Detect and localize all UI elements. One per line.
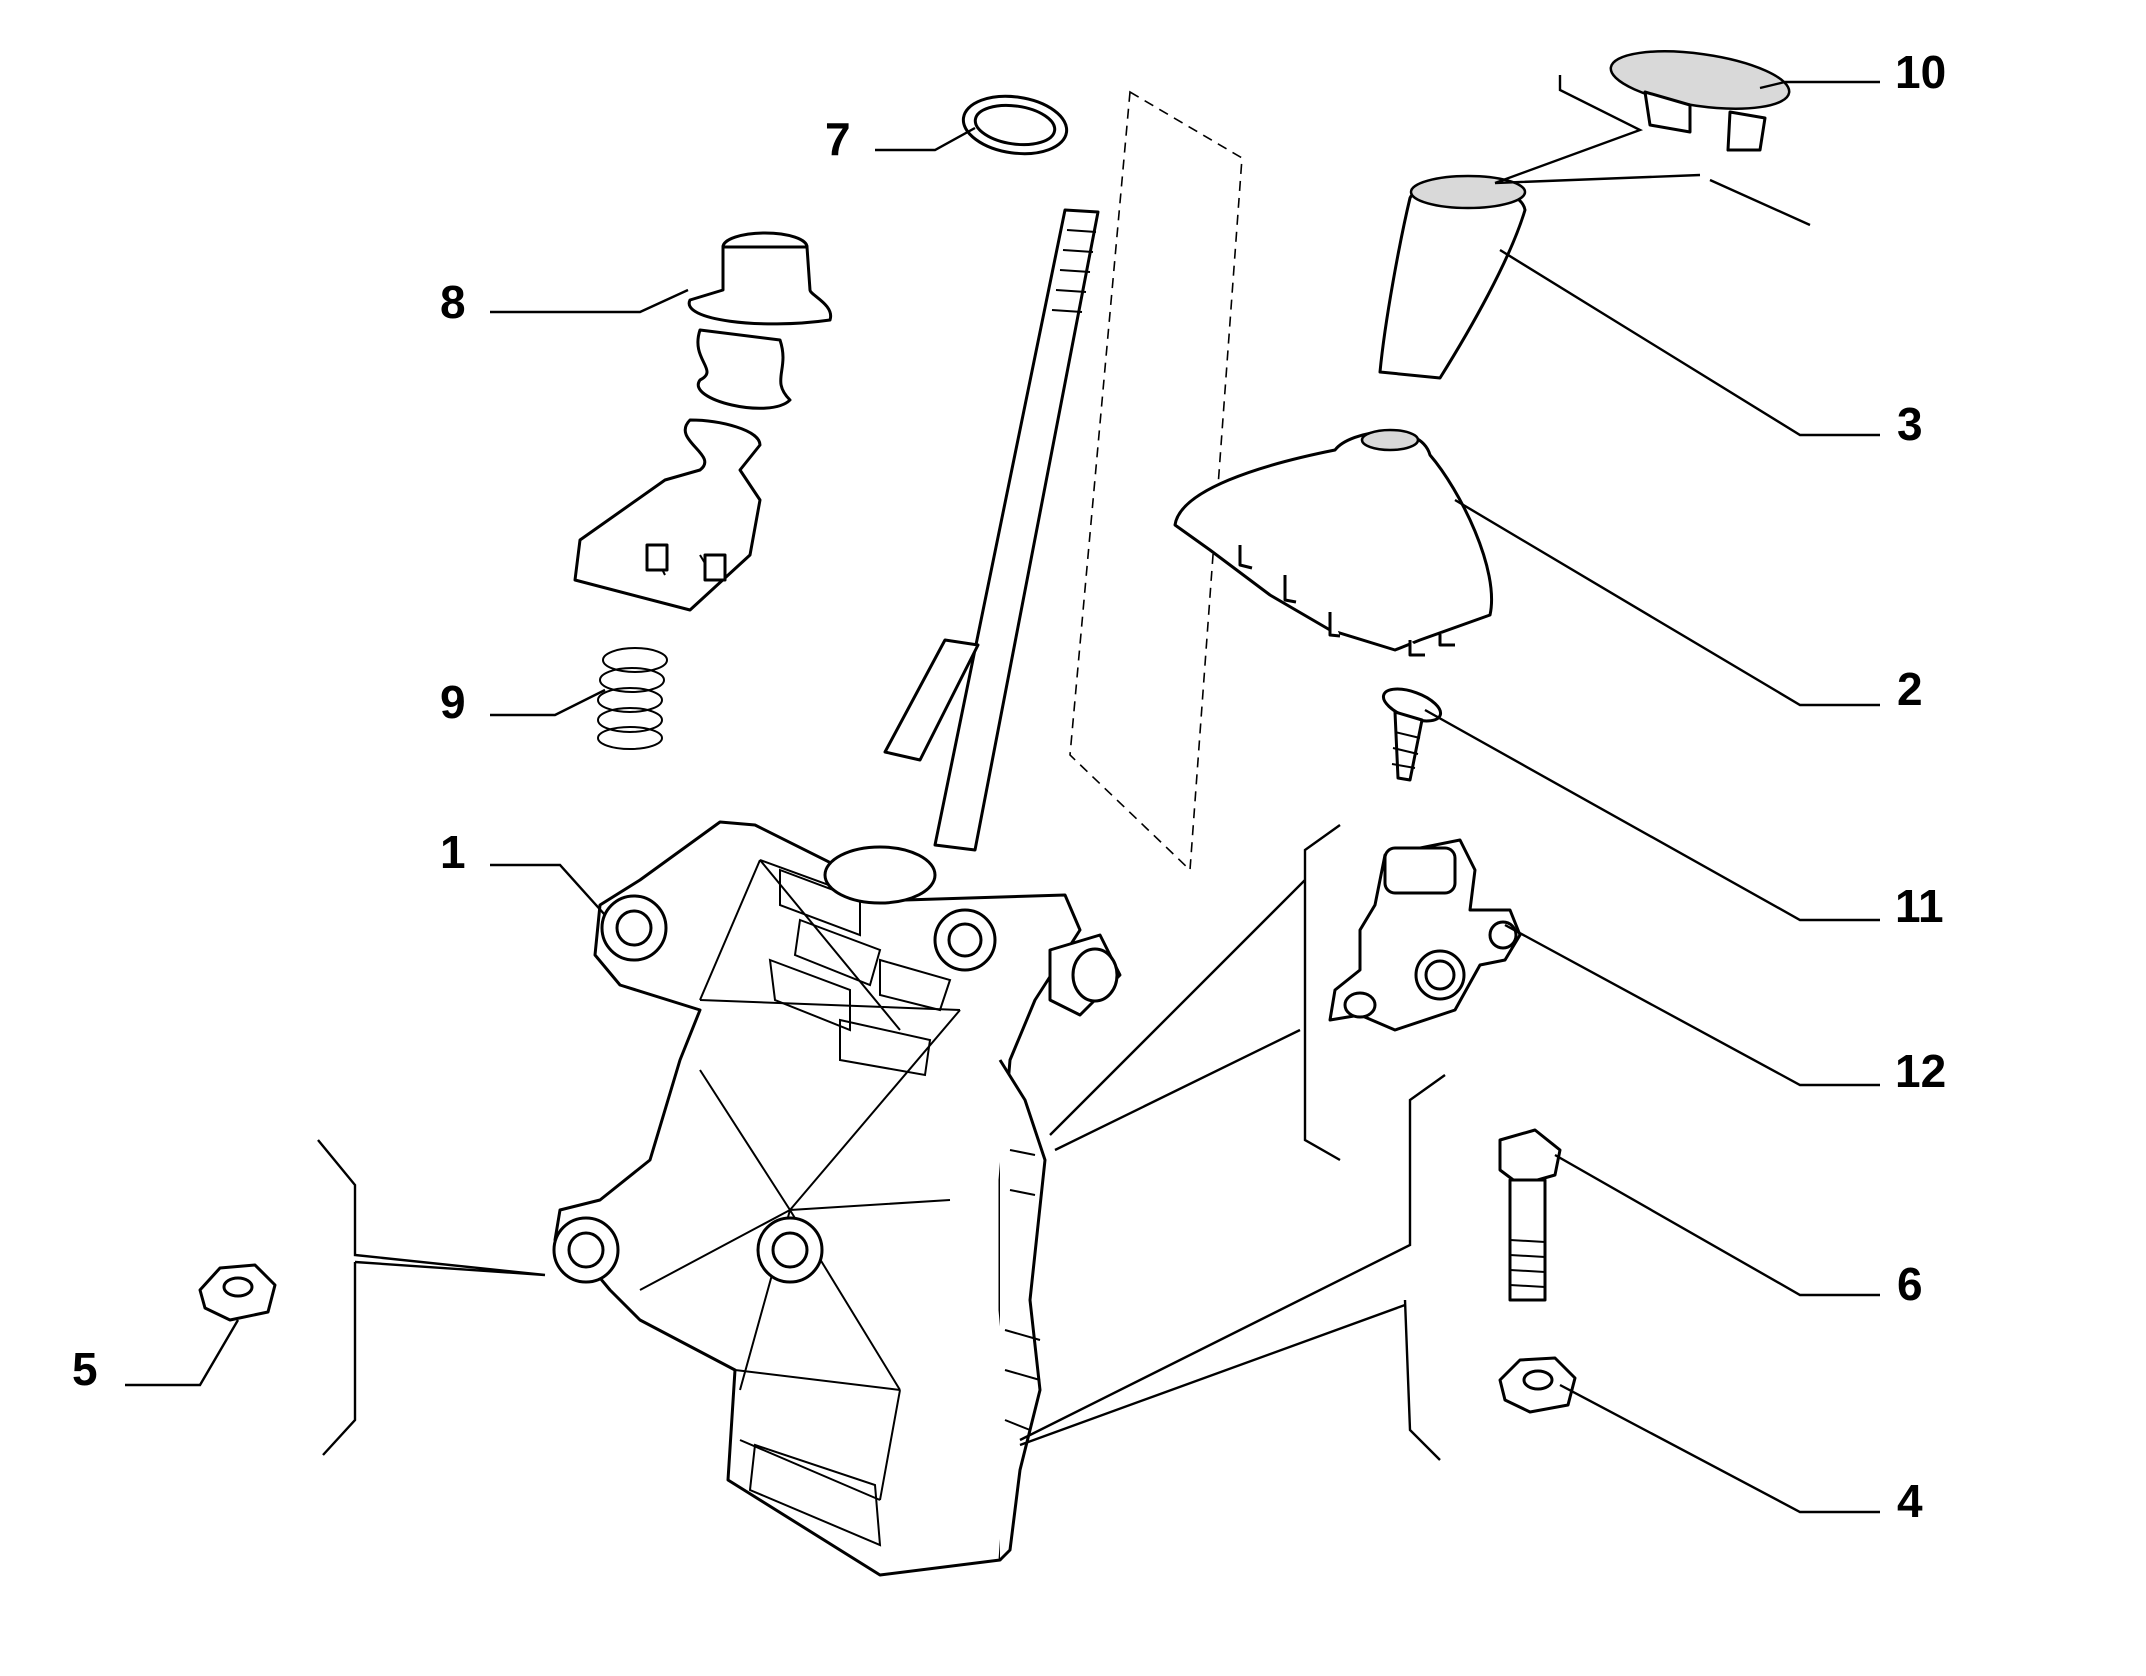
bracket-left	[317, 1139, 546, 1456]
callout-8: 8	[440, 276, 466, 328]
spring-part	[597, 647, 668, 750]
mounting-boss-center	[756, 1216, 824, 1284]
knob-cap-part	[1609, 50, 1791, 152]
gear-knob-part	[1378, 174, 1527, 380]
bracket-knob-cap	[1494, 75, 1811, 227]
callout-10: 10	[1895, 46, 1946, 98]
callout-7: 7	[825, 113, 851, 165]
callout-1: 1	[440, 826, 466, 878]
side-connector	[1048, 933, 1122, 1017]
mounting-boss-upper-left	[600, 894, 668, 962]
alignment-box	[1069, 90, 1243, 872]
callout-2: 2	[1897, 663, 1923, 715]
nut-part-left	[198, 1263, 277, 1322]
shifter-housing-part	[552, 820, 1122, 1577]
bracket-bolt-nut	[1019, 1074, 1446, 1461]
callout-5: 5	[72, 1343, 98, 1395]
boot-part	[573, 231, 833, 612]
callout-3: 3	[1897, 398, 1923, 450]
mounting-boss-lower-left	[552, 1216, 620, 1284]
callout-9: 9	[440, 676, 466, 728]
position-sensor-part	[1328, 838, 1522, 1032]
leader-lines	[125, 80, 1880, 1514]
bolt-part	[1498, 1128, 1562, 1302]
o-ring-part	[961, 94, 1069, 156]
callout-4: 4	[1897, 1475, 1923, 1527]
gaiter-cover-part	[1173, 428, 1493, 657]
pivot-cup	[823, 845, 937, 905]
mounting-boss-upper-right	[933, 908, 997, 972]
callout-11: 11	[1895, 880, 1944, 932]
callout-12: 12	[1895, 1045, 1946, 1097]
shift-rod	[883, 208, 1100, 852]
nut-part-right	[1498, 1356, 1577, 1414]
bracket-sensor	[1049, 824, 1341, 1162]
callout-6: 6	[1897, 1258, 1923, 1310]
screw-part	[1381, 687, 1443, 782]
